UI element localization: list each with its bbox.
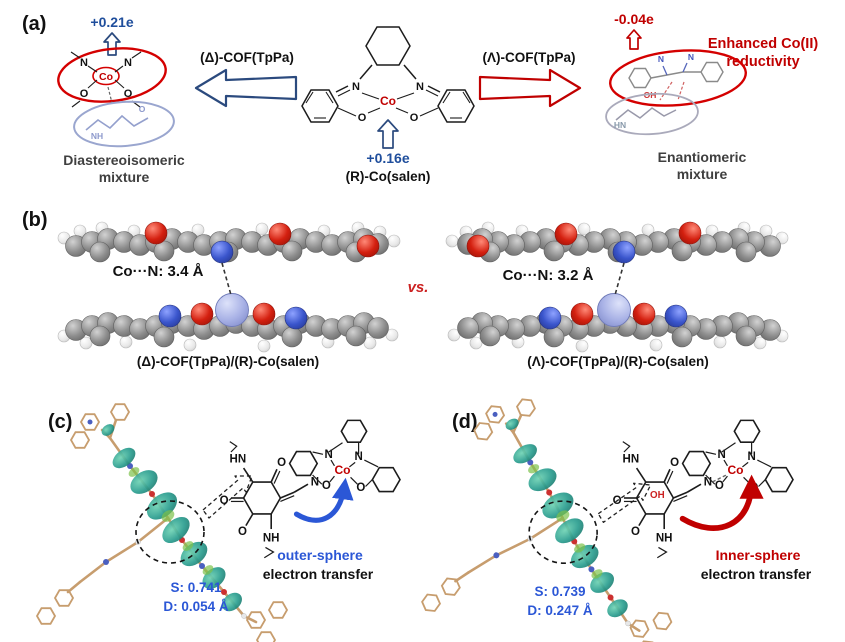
atom-label: N — [658, 54, 664, 64]
transfer-text-d: electron transfer — [701, 566, 812, 582]
atom-label: N — [688, 52, 694, 62]
versus-label: vs. — [408, 279, 429, 296]
diastereomer-sketch: Co N N O O NH O — [57, 47, 175, 148]
atom-label: N — [124, 57, 132, 69]
charge-label-top-right: -0.04e — [614, 11, 654, 27]
panel-a: (a) +0.21e Co N N O O NH O Diastereoisom… — [22, 11, 818, 185]
center-caption: (R)-Co(salen) — [346, 169, 431, 184]
annotation-line1: Enhanced Co(II) — [708, 36, 819, 52]
inner-sphere-arrow — [679, 474, 764, 531]
inset-c — [218, 419, 401, 559]
inset-d: OH — [611, 419, 794, 559]
atom-label: O — [124, 88, 133, 100]
atom-label: O — [410, 112, 419, 124]
red-highlight-ellipse — [57, 47, 167, 103]
red-highlight-ellipse — [609, 49, 747, 107]
r-co-salen-structure: N N Co O O — [301, 26, 475, 124]
atom-label-oh: OH — [650, 490, 665, 501]
panel-d: (d) OH Inner-sphere electron transfer S:… — [417, 389, 812, 642]
delta-cof-label: (Δ)-COF(TpPa) — [200, 50, 294, 65]
delta-arrow-left — [194, 68, 298, 108]
cobalt-label: Co — [380, 94, 396, 108]
atom-label: N — [416, 81, 424, 93]
n-co-dashed-bond — [712, 474, 727, 483]
guest-fragment-ellipse — [605, 92, 699, 136]
transfer-mode-d: Inner-sphere — [716, 547, 801, 563]
lambda-arrow-right — [478, 68, 582, 108]
guest-fragment-ellipse — [73, 100, 175, 148]
left-caption-line2: mixture — [99, 169, 150, 185]
atom-label: O — [139, 104, 146, 114]
charge-arrow-up-left — [103, 32, 121, 56]
spin-value-d: S: 0.739 — [534, 584, 585, 599]
panel-c-label: (c) — [48, 411, 72, 433]
model-caption-right: (Λ)-COF(TpPa)/(R)-Co(salen) — [527, 354, 708, 369]
cpk-model-right — [445, 221, 789, 353]
outer-sphere-arrow — [293, 477, 354, 523]
lambda-cof-label: (Λ)-COF(TpPa) — [483, 50, 576, 65]
cobalt-label: Co — [99, 71, 113, 83]
atom-label: O — [358, 112, 367, 124]
enantiomer-sketch: N N OH HN — [605, 49, 747, 136]
charge-arrow-up-center — [377, 119, 399, 149]
distance-label-right: Co···N: 3.2 Å — [503, 267, 594, 284]
left-caption-line1: Diastereoisomeric — [63, 152, 185, 168]
displacement-value-d: D: 0.247 Å — [527, 603, 593, 618]
model-caption-left: (Δ)-COF(TpPa)/(R)-Co(salen) — [137, 354, 319, 369]
charge-arrow-up-right — [626, 29, 642, 50]
atom-label: OH — [644, 90, 657, 100]
transfer-text-c: electron transfer — [263, 566, 374, 582]
transfer-mode-c: outer-sphere — [277, 547, 363, 563]
right-caption-line1: Enantiomeric — [658, 149, 747, 165]
charge-label-top-left: +0.21e — [90, 14, 133, 30]
annotation-line2: reductivity — [726, 54, 799, 70]
atom-label: HN — [614, 120, 626, 130]
distance-label-left: Co···N: 3.4 Å — [113, 263, 204, 280]
right-caption-line2: mixture — [677, 166, 728, 182]
panel-a-label: (a) — [22, 13, 46, 35]
panel-c: (c) outer-sphere electron transfer S: 0.… — [35, 402, 401, 642]
atom-label: O — [80, 88, 89, 100]
atom-label: N — [352, 81, 360, 93]
spin-value-c: S: 0.741 — [170, 580, 222, 595]
atom-label: NH — [91, 131, 103, 141]
co-circle — [92, 66, 120, 86]
panel-b: (b) Co···N: 3.4 Å Co···N: 3.2 Å vs. (Δ)-… — [22, 209, 789, 369]
charge-label-center: +0.16e — [366, 150, 409, 166]
panel-d-label: (d) — [452, 411, 478, 433]
atom-label: N — [80, 57, 88, 69]
displacement-value-c: D: 0.054 Å — [163, 599, 229, 614]
cpk-model-left — [57, 221, 401, 353]
skeleton-c — [35, 402, 289, 642]
panel-b-label: (b) — [22, 209, 48, 231]
